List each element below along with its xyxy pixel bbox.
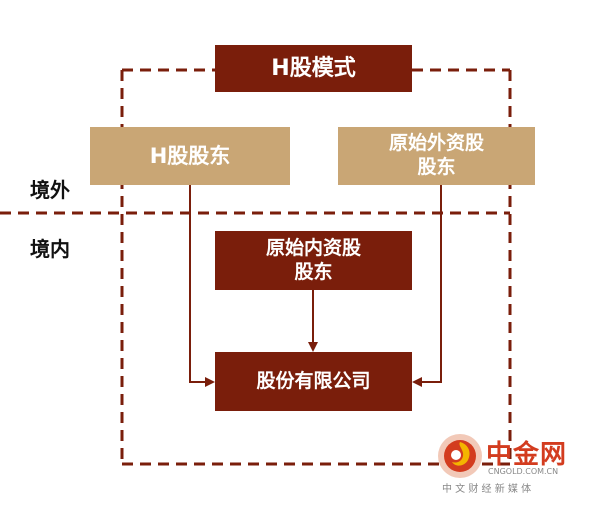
foreign-shareholders-line1: 原始外资股 (388, 132, 484, 155)
domestic-shareholders-line1: 原始内资股 (265, 236, 361, 259)
outer-dashed-boundary (120, 68, 512, 466)
h-shareholders-box: H股股东 (90, 127, 290, 185)
title-box: H股模式 (215, 45, 412, 92)
h-shareholders-text: H股股东 (149, 143, 231, 168)
watermark-domain: CNGOLD.COM.CN (488, 467, 559, 476)
title-text: H股模式 (271, 55, 356, 81)
company-text: 股份有限公司 (256, 369, 371, 392)
zone-label-inside: 境内 (30, 237, 70, 261)
arrow-foreign-shareholders-to-company (412, 185, 442, 387)
watermark-brand: 中金网 (486, 440, 568, 470)
zone-label-outside: 境外 (30, 178, 70, 202)
cngold-logo-icon (438, 434, 482, 478)
watermark-tagline: 中 文 财 经 新 媒 体 (442, 484, 532, 495)
watermark: 中金网 CNGOLD.COM.CN 中 文 财 经 新 媒 体 (436, 432, 586, 496)
foreign-shareholders-box: 原始外资股 股东 (338, 127, 535, 185)
arrow-h-shareholders-to-company (189, 185, 215, 387)
company-box: 股份有限公司 (215, 352, 412, 411)
domestic-shareholders-line2: 股东 (294, 260, 333, 283)
foreign-shareholders-line2: 股东 (417, 156, 456, 178)
domestic-shareholders-box: 原始内资股 股东 (215, 231, 412, 290)
